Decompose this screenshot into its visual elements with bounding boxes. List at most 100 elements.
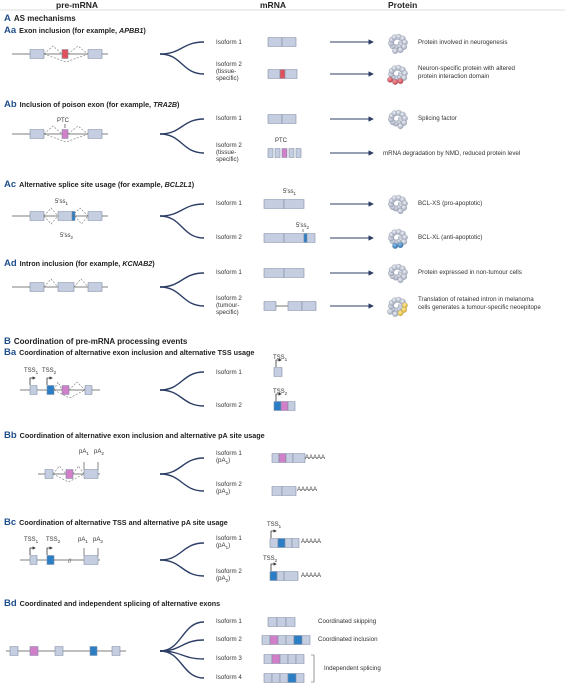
aa-isoform2-mrna-segment-2 [279, 69, 286, 79]
bb-isoform2-mrna-segment-2 [281, 486, 297, 496]
bb-fork-branch-2 [159, 473, 205, 492]
ba-junction-1 [53, 381, 63, 391]
ba-tss2-arrow [46, 376, 53, 385]
bb-polya-2: AAAAA [297, 487, 318, 493]
ac-isoform1-mrna-segment-1 [263, 199, 285, 209]
bc-exon-3 [83, 555, 99, 565]
bc-isoform2-mrna-segment-3 [283, 571, 299, 581]
ac-mrna-ss1-label: 5′ss1 [283, 189, 296, 197]
ad-exon-1 [29, 282, 45, 292]
ab-isoform2-fragment-3 [281, 148, 288, 158]
bc-isoform1-mrna-segment-3 [284, 538, 293, 548]
ab-junction-2 [67, 125, 89, 135]
bd-isoform3-label: Isoform 3 [216, 655, 242, 662]
bd-isoform3-mrna-segment-2 [271, 654, 281, 664]
ab-fork-branch-2 [159, 133, 205, 154]
ad-isoform1-mrna-segment-1 [263, 268, 285, 278]
ac-alt-region [71, 211, 76, 221]
bd-isoform3-mrna-segment-3 [279, 654, 289, 664]
bc-gap-mark: // [68, 559, 72, 565]
bc-mrna-tss1-arrow [270, 529, 277, 538]
bb-isoform1-mrna-segment-4 [292, 453, 306, 463]
bd-isoform2-mrna-segment-4 [285, 635, 295, 645]
ac-isoform2-mrna-segment-4 [306, 233, 316, 243]
ac-protein2-label: BCL-XL (anti-apoptotic) [418, 234, 483, 241]
bd-isoform4-mrna-segment-2 [271, 673, 281, 683]
ab-isoform2-fragment-5 [295, 148, 302, 158]
ba-tss1-arrow [29, 376, 36, 385]
ac-protein2-bead-14 [392, 242, 399, 249]
ad-protein2-bead-13 [397, 310, 404, 317]
bc-polya-2: AAAAA [301, 573, 322, 579]
ba-fork-branch-1 [159, 371, 205, 391]
ad-protein1-label: Protein expressed in non-tumour cells [418, 269, 522, 276]
aa-exon-1 [29, 49, 45, 59]
bd-isoform2-mrna-segment-2 [269, 635, 279, 645]
bd-isoform3-mrna-segment-1 [263, 654, 273, 664]
ba-isoform2-mrna-segment-2 [280, 401, 289, 411]
ac-fork-branch-2 [159, 215, 205, 239]
ab-isoform1-mrna-segment-1 [267, 114, 283, 124]
bc-isoform2-paren: (pA2) [216, 575, 231, 584]
aa-protein1-label: Protein involved in neurogenesis [418, 39, 508, 46]
bd-isoform2-mrna-segment-6 [301, 635, 311, 645]
bb-isoform2-mrna-segment-1 [271, 486, 283, 496]
ad-protein2-bead-15 [387, 308, 394, 315]
bd-isoform1-mrna-segment-3 [285, 617, 296, 627]
ab-junction-1 [43, 125, 63, 135]
bb-isoform1-paren: (pA1) [216, 457, 231, 466]
bb-fork-branch-1 [159, 457, 205, 475]
ba-junction-skip [53, 389, 86, 399]
ac-ss2-label: 5′ss2 [60, 233, 73, 241]
ad-junction-2 [73, 278, 89, 288]
bd-isoform1-label: Isoform 1 [216, 618, 242, 625]
ac-isoform2-mrna-segment-1 [263, 233, 285, 243]
aa-protein2-bead-14 [392, 78, 399, 85]
ad-exon-3 [87, 282, 103, 292]
aa-junction-1 [43, 45, 63, 55]
bc-isoform1-label: Isoform 1 [216, 535, 242, 542]
ac-mrna-ss2-label: 5′ss2 [296, 223, 309, 231]
bc-tss2-label: TSS2 [46, 537, 61, 545]
ad-junction-1 [43, 278, 59, 288]
ba-mrna-tss1-label: TSS1 [273, 355, 288, 363]
aa-fork-branch-1 [159, 41, 205, 55]
ab-exon-3 [87, 129, 103, 139]
bd-independent-splicing-label: Independent splicing [324, 665, 381, 672]
bc-mrna-tss2-label: TSS2 [263, 556, 278, 564]
ab-isoform2-label-c: specific) [216, 156, 239, 163]
aa-isoform2-label-b: (tissue- [216, 68, 237, 75]
bd-isoform4-label: Isoform 4 [216, 674, 242, 681]
aa-alt-exon [61, 49, 69, 59]
bd-fork-bottom-branch-2 [159, 650, 205, 679]
bb-polya-1: AAAAA [305, 455, 326, 461]
bc-pa1-label: pA1 [78, 537, 88, 545]
ac-isoform1-label: Isoform 1 [216, 200, 242, 207]
ba-exon-2 [46, 385, 55, 395]
bc-fork-branch-2 [159, 559, 205, 577]
aa-isoform2-label: Isoform 2 [216, 61, 242, 68]
ac-junction-4 [74, 215, 89, 225]
bd-isoform4-mrna-segment-1 [263, 673, 273, 683]
ac-protein2-bead-13 [397, 242, 404, 249]
ad-isoform2-label-c: specific) [216, 309, 239, 316]
bc-fork-branch-1 [159, 542, 205, 561]
bb-pa2-label: pA2 [94, 449, 104, 457]
bd-isoform2-label: Isoform 2 [216, 636, 242, 643]
ba-exon-1 [29, 385, 38, 395]
ad-isoform2-exon-2-segment-1 [287, 301, 303, 311]
ab-fork-branch-1 [159, 118, 205, 135]
ac-middle-exon [57, 211, 75, 221]
ad-isoform2-exon-2-segment-2 [301, 301, 317, 311]
bc-exon-1 [29, 555, 38, 565]
ab-isoform1-mrna-segment-2 [281, 114, 297, 124]
bd-coordinated-inclusion-label: Coordinated inclusion [318, 636, 378, 643]
aa-junction-skip [43, 53, 89, 63]
bc-mrna-tss2-arrow [270, 562, 277, 571]
bd-bracket [311, 654, 315, 683]
bb-pa1-label: pA1 [79, 449, 89, 457]
bd-coordinated-skipping-label: Coordinated skipping [318, 618, 377, 625]
ad-exon-2 [57, 282, 75, 292]
